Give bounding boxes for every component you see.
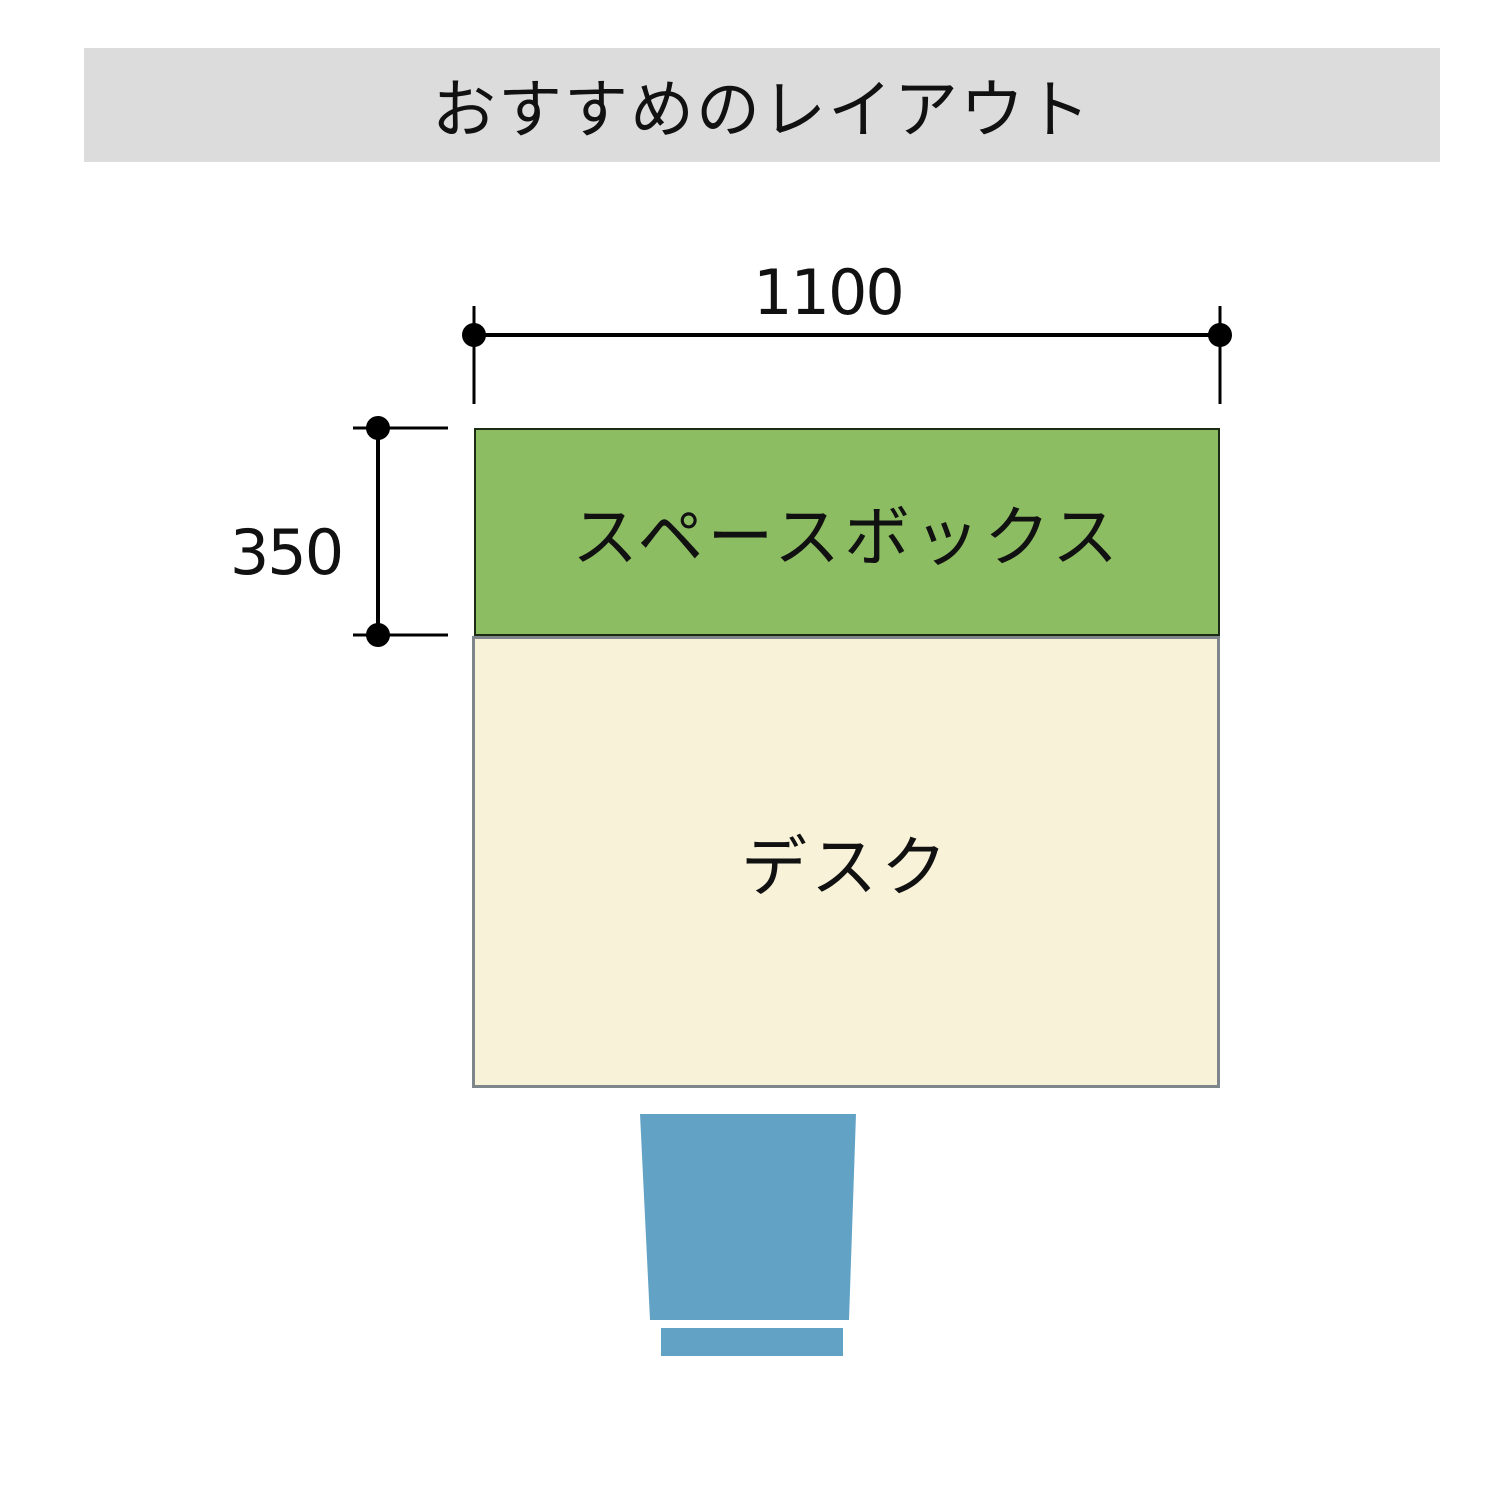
space-box-label: スペースボックス — [571, 499, 1123, 576]
desk-label: デスク — [741, 829, 951, 906]
desk: デスク — [472, 636, 1220, 1088]
dimension-endpoint-icon — [366, 416, 390, 440]
height-dimension — [353, 416, 448, 647]
dimension-endpoint-icon — [462, 323, 486, 347]
width-dimension — [462, 306, 1232, 404]
dimension-endpoint-icon — [1208, 323, 1232, 347]
width-dimension-label: 1100 — [753, 256, 905, 329]
title-bar: おすすめのレイアウト — [84, 48, 1440, 162]
chair-backrest — [661, 1328, 843, 1356]
chair-seat — [640, 1114, 856, 1320]
dimension-endpoint-icon — [366, 623, 390, 647]
page-title: おすすめのレイアウト — [432, 74, 1092, 148]
space-box: スペースボックス — [474, 428, 1220, 636]
height-dimension-label: 350 — [229, 516, 344, 589]
